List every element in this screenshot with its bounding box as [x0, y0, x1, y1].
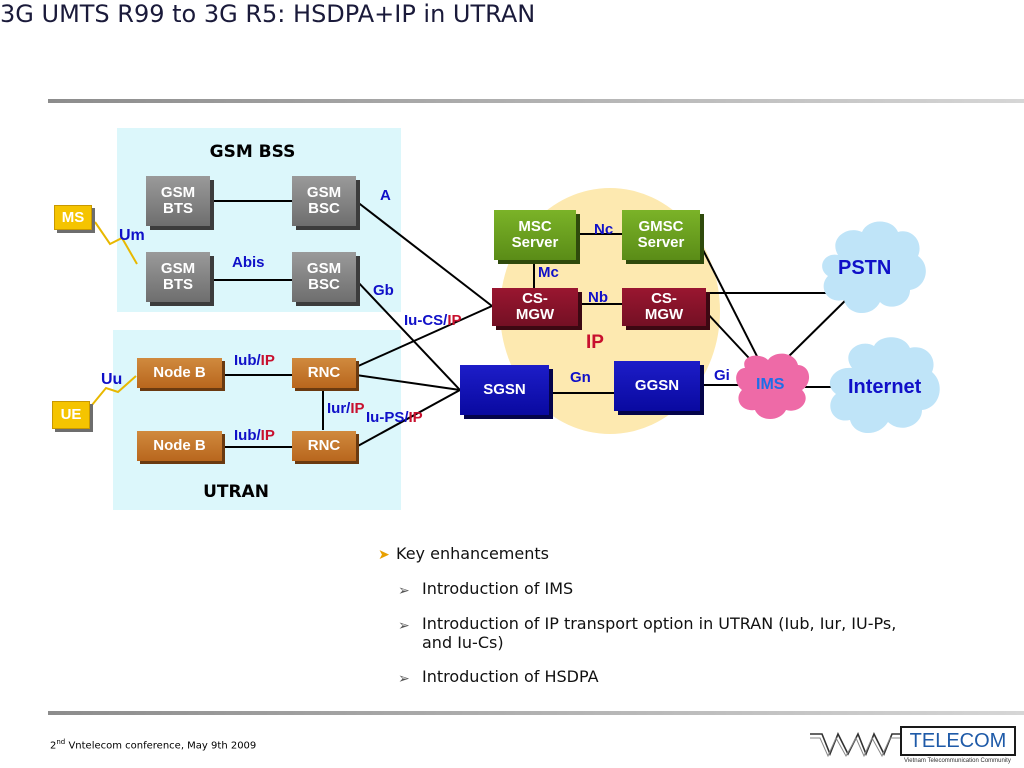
logo-wordmark: TELECOM: [900, 726, 1016, 756]
node-b-2: Node B: [137, 431, 222, 461]
gsm-bsc-node-2: GSM BSC: [292, 252, 356, 302]
ims-label: IMS: [756, 376, 785, 393]
footer-body: Vntelecom conference, May 9th 2009: [65, 740, 257, 752]
ue-device: UE: [52, 401, 90, 429]
footer-rule: [48, 711, 1024, 715]
bullet-item: Introduction of HSDPA: [422, 667, 599, 686]
iur-ip-text: IP: [350, 400, 365, 417]
interface-iub-label-1: Iub/IP: [234, 352, 275, 369]
gsm-bts-node-2: GSM BTS: [146, 252, 210, 302]
interface-iur-label: Iur/IP: [327, 400, 365, 417]
page-title: 3G UMTS R99 to 3G R5: HSDPA+IP in UTRAN: [0, 0, 536, 28]
msc-server-node: MSC Server: [494, 210, 576, 260]
footer-prefix: 2: [50, 740, 57, 752]
cs-mgw-node-1: CS- MGW: [492, 288, 578, 326]
bullet-item-continued: and Iu-Cs): [422, 633, 504, 652]
title-rule: [48, 99, 1024, 103]
ip-label: IP: [586, 332, 604, 353]
iub-text-1: Iub/: [234, 352, 261, 369]
telecom-logo: TELECOM Vietnam Telecommunication Commun…: [808, 724, 1018, 768]
rnc-node-2: RNC: [292, 431, 356, 461]
interface-gi-label: Gi: [714, 367, 730, 384]
waveform-logo-icon: [810, 732, 902, 758]
ms-device: MS: [54, 205, 92, 230]
gsm-bss-label: GSM BSS: [209, 142, 296, 162]
gmsc-server-node: GMSC Server: [622, 210, 700, 260]
cs-mgw-node-2: CS- MGW: [622, 288, 706, 326]
interface-gn-label: Gn: [570, 369, 591, 386]
interface-gb-label: Gb: [373, 282, 394, 299]
gsm-bts-node-1: GSM BTS: [146, 176, 210, 226]
interface-a-label: A: [380, 187, 391, 204]
iur-text: Iur/: [327, 400, 351, 417]
internet-label: Internet: [848, 376, 922, 398]
bullets-heading: Key enhancements: [396, 544, 549, 563]
interface-nc-label: Nc: [594, 221, 614, 238]
utran-label: UTRAN: [203, 482, 269, 502]
node-b-1: Node B: [137, 358, 222, 388]
interface-iu-ps-label: Iu-PS/IP: [366, 409, 423, 426]
interface-nb-label: Nb: [588, 289, 608, 306]
iu-cs-text: Iu-CS/: [404, 312, 448, 329]
bullet-item: Introduction of IP transport option in U…: [422, 614, 897, 633]
footer-text: 2nd Vntelecom conference, May 9th 2009: [50, 738, 256, 751]
logo-tagline: Vietnam Telecommunication Community: [904, 758, 1011, 764]
pstn-label: PSTN: [838, 257, 892, 279]
rnc-node-1: RNC: [292, 358, 356, 388]
footer-sup: nd: [56, 738, 66, 746]
pstn-cloud: [822, 221, 926, 314]
interface-iu-cs-label: Iu-CS/IP: [404, 312, 462, 329]
bullet-arrow-icon: ➢: [398, 583, 410, 599]
interface-uu-label: Uu: [101, 371, 123, 388]
internet-cloud: [829, 337, 940, 434]
iu-ps-text: Iu-PS/: [366, 409, 409, 426]
ims-cloud: [736, 353, 810, 419]
iub-ip-text-2: IP: [260, 427, 275, 444]
iub-ip-text-1: IP: [260, 352, 275, 369]
bullet-item: Introduction of IMS: [422, 579, 574, 598]
ggsn-node: GGSN: [614, 361, 700, 411]
bullet-arrow-icon: ➢: [398, 671, 410, 687]
iub-text-2: Iub/: [234, 427, 261, 444]
sgsn-node: SGSN: [460, 365, 549, 415]
interface-um-label: Um: [119, 227, 145, 244]
bullet-arrow-icon: ➤: [378, 547, 390, 563]
iu-cs-ip-text: IP: [447, 312, 462, 329]
interface-abis-label: Abis: [232, 254, 265, 271]
iu-ps-ip-text: IP: [408, 409, 423, 426]
interface-mc-label: Mc: [538, 264, 559, 281]
bullet-arrow-icon: ➢: [398, 618, 410, 634]
interface-iub-label-2: Iub/IP: [234, 427, 275, 444]
gsm-bsc-node-1: GSM BSC: [292, 176, 356, 226]
